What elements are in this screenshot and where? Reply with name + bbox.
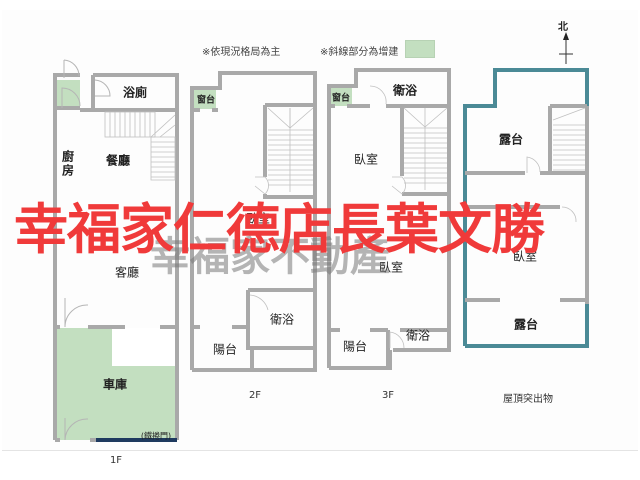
room-roof-bedroom: 臥室	[512, 249, 538, 264]
room-1f-dining: 餐廳	[105, 153, 131, 168]
room-3f-balcony: 陽台	[342, 339, 368, 354]
room-1f-living: 客廳	[114, 265, 140, 280]
extension-note: ※斜線部分為增建	[320, 47, 399, 58]
floor-label-roof: 屋頂突出物	[503, 394, 553, 405]
room-2f-bedroom: 臥室	[245, 211, 271, 226]
room-3f-bedroom-top: 臥室	[353, 152, 379, 167]
room-2f-window-ledge: 窗台	[196, 95, 216, 106]
room-3f-bedroom-bottom: 臥室	[378, 260, 404, 275]
room-roof-terrace-top: 露台	[498, 132, 524, 147]
room-3f-window-ledge: 窗台	[331, 93, 351, 104]
north-label: 北	[558, 22, 568, 33]
floor-1f-plan	[53, 59, 179, 442]
floor-label-1f: 1F	[109, 455, 123, 466]
room-1f-garage: 車庫	[102, 377, 128, 392]
room-3f-bath-bottom: 衛浴	[405, 328, 431, 343]
layout-note: ※依現況格局為主	[202, 47, 281, 58]
agent-watermark: 幸福家仁德店長葉文勝	[14, 198, 545, 261]
room-roof-terrace-bottom: 露台	[513, 317, 539, 332]
room-1f-bath: 浴廁	[122, 85, 148, 100]
roof-structure-plan	[463, 68, 589, 348]
floor-label-3f: 3F	[381, 390, 395, 401]
room-2f-balcony: 陽台	[212, 342, 238, 357]
floor-2f-plan	[190, 71, 317, 372]
north-arrow: 北	[556, 18, 576, 64]
north-arrow-icon	[559, 32, 573, 64]
floor-label-2f: 2F	[248, 390, 262, 401]
ghost-watermark: 幸福家不動產	[150, 234, 390, 280]
room-1f-kitchen: 廚房	[60, 150, 75, 178]
room-2f-bath: 衛浴	[269, 312, 295, 327]
floor-3f-plan	[327, 68, 451, 370]
extension-legend-swatch	[405, 40, 435, 58]
room-3f-bath-top: 衛浴	[392, 83, 418, 98]
roll-door-label: (鐵捲門)	[140, 431, 172, 441]
